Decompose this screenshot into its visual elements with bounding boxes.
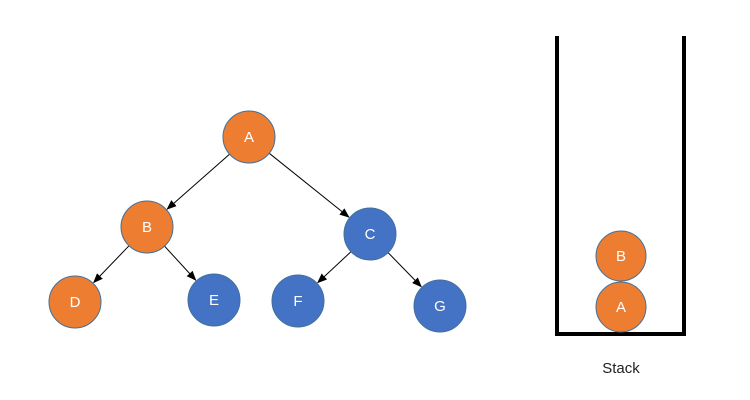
node-circle	[120, 200, 174, 254]
stack-caption: Stack	[602, 360, 640, 377]
edge-b-d	[93, 245, 130, 284]
node-circle	[271, 274, 325, 328]
node-label: B	[142, 219, 152, 236]
tree-node-g: G	[413, 279, 467, 333]
stack-container: AB Stack	[555, 36, 686, 377]
node-circle	[343, 207, 397, 261]
node-label: G	[434, 298, 446, 315]
node-circle	[187, 273, 241, 327]
stack-item-b: B	[595, 230, 647, 282]
edge-a-c	[268, 152, 350, 218]
edge-b-e	[164, 245, 197, 281]
edge-c-f	[317, 251, 352, 284]
tree-node-e: E	[187, 273, 241, 327]
stack-items: AB	[595, 230, 647, 333]
tree-node-d: D	[48, 275, 102, 329]
node-circle	[413, 279, 467, 333]
node-label: A	[244, 129, 254, 146]
tree-node-f: F	[271, 274, 325, 328]
edge-c-g	[387, 252, 422, 288]
node-circle	[222, 110, 276, 164]
tree-nodes: A B C D E F G	[48, 110, 467, 333]
node-label: E	[209, 292, 219, 309]
stack-item-label: A	[616, 299, 626, 316]
stack-item-circle	[595, 230, 647, 282]
tree-node-c: C	[343, 207, 397, 261]
stack-item-circle	[595, 281, 647, 333]
node-label: C	[365, 226, 376, 243]
node-label: D	[70, 294, 81, 311]
tree-node-b: B	[120, 200, 174, 254]
node-label: F	[293, 293, 302, 310]
stack-item-a: A	[595, 281, 647, 333]
tree-edges	[93, 152, 422, 288]
node-circle	[48, 275, 102, 329]
stack-item-label: B	[616, 248, 626, 265]
stack-walls	[555, 36, 686, 336]
tree-node-a: A	[222, 110, 276, 164]
edge-a-b	[166, 153, 230, 210]
